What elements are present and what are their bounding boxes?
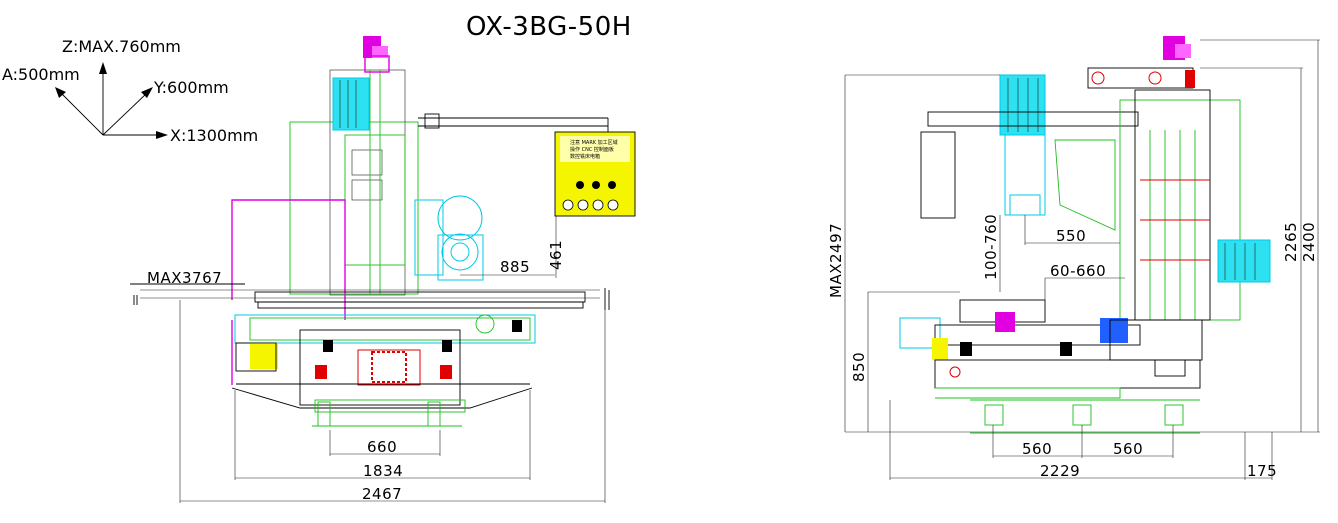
dim-560-left: 560 — [1022, 440, 1052, 458]
dim-max2497: MAX2497 — [827, 223, 845, 298]
panel-text-1: 注意 MARK 加工区域 — [570, 139, 618, 146]
a-axis-label: A:500mm — [2, 65, 80, 84]
front-view: 注意 MARK 加工区域 操作 CNC 控制面板 数控铣床电箱 — [130, 36, 636, 503]
dim-550: 550 — [1056, 227, 1086, 245]
panel-text-3: 数控铣床电箱 — [570, 153, 600, 160]
dim-60-660: 60-660 — [1050, 262, 1106, 280]
dim-660: 660 — [367, 438, 397, 456]
drawing-title: OX-3BG-50H — [466, 12, 632, 42]
dim-1834: 1834 — [363, 462, 403, 480]
x-axis-label: X:1300mm — [170, 126, 258, 145]
dim-2467: 2467 — [362, 485, 402, 503]
dim-2229: 2229 — [1040, 462, 1080, 480]
axis-diagram: Z:MAX.760mm A:500mm Y:600mm X:1300mm — [2, 37, 258, 145]
side-view: MAX2497 850 100-760 550 60-660 2265 2400… — [827, 36, 1320, 480]
dim-560-right: 560 — [1113, 440, 1143, 458]
dim-175: 175 — [1247, 462, 1277, 480]
dim-2400: 2400 — [1300, 222, 1318, 262]
dim-461: 461 — [547, 240, 565, 270]
dim-850: 850 — [850, 352, 868, 382]
dim-2265: 2265 — [1282, 222, 1300, 262]
y-axis-label: Y:600mm — [153, 78, 229, 97]
z-axis-label: Z:MAX.760mm — [62, 37, 181, 56]
panel-text-2: 操作 CNC 控制面板 — [570, 146, 614, 153]
dim-885: 885 — [500, 258, 530, 276]
max3767-label: MAX3767 — [147, 269, 222, 287]
dim-100-760: 100-760 — [982, 214, 1000, 280]
